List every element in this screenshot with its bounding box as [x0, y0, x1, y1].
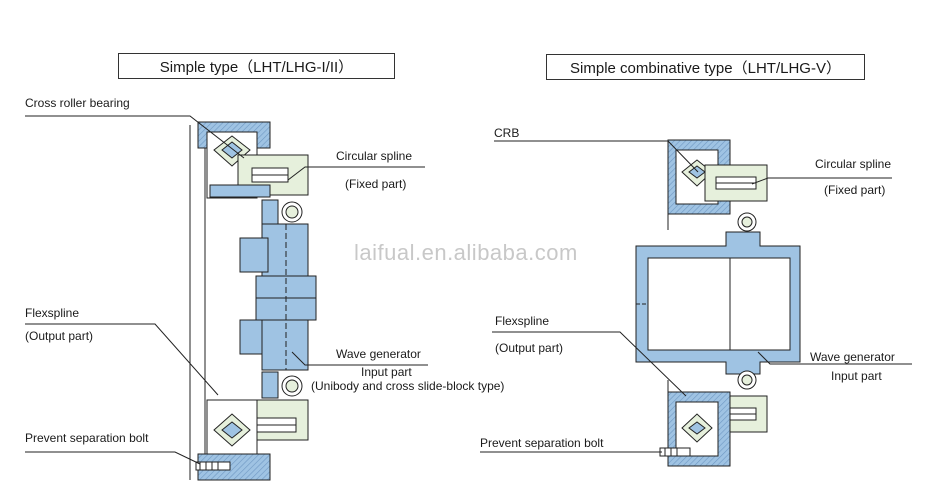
right-drawing: [480, 139, 912, 467]
right-label-crb: CRB: [494, 126, 520, 140]
left-drawing: [25, 115, 428, 481]
left-leader-prevent-bolt: [25, 451, 201, 465]
left-leader-circular-spline: [287, 166, 425, 181]
right-label-flexspline: Flexspline: [495, 314, 550, 328]
right-leader-flexspline: [492, 331, 687, 397]
left-label-input-part: Input part: [361, 365, 412, 379]
right-label-input-part: Input part: [831, 369, 882, 383]
left-wave-generator: [261, 223, 309, 277]
right-label-wave-generator: Wave generator: [810, 350, 895, 364]
watermark: laifual.en.alibaba.com: [354, 240, 578, 265]
right-title-box: Simple combinative type（LHT/LHG-V）: [546, 54, 865, 80]
right-leader-crb: [494, 140, 699, 173]
left-label-cross-roller-bearing: Cross roller bearing: [25, 96, 130, 110]
left-leader-crb: [25, 115, 245, 159]
right-label-prevent-bolt: Prevent separation bolt: [480, 436, 604, 450]
left-label-prevent-bolt: Prevent separation bolt: [25, 431, 149, 445]
left-label-flexspline: Flexspline: [25, 306, 80, 320]
right-label-fixed-part: (Fixed part): [824, 183, 886, 197]
left-prevent-bolt: [195, 461, 231, 471]
right-label-circular-spline: Circular spline: [815, 157, 892, 171]
left-leader-flexspline: [25, 323, 219, 396]
left-title-box: Simple type（LHT/LHG-I/II）: [118, 53, 395, 79]
left-leader-wave-generator: [291, 351, 428, 366]
left-label-fixed-part: (Fixed part): [345, 177, 407, 191]
left-title: Simple type（LHT/LHG-I/II）: [159, 58, 354, 76]
left-label-circular-spline: Circular spline: [336, 149, 413, 163]
right-leader-circular-spline: [751, 177, 892, 185]
left-label-wave-generator: Wave generator: [336, 347, 421, 361]
left-label-output-part: (Output part): [25, 329, 94, 343]
right-label-output-part: (Output part): [495, 341, 564, 355]
right-title: Simple combinative type（LHT/LHG-V）: [570, 59, 841, 77]
right-leader-wave-generator: [757, 351, 912, 365]
left-label-unibody-note: (Unibody and cross slide-block type): [311, 379, 505, 393]
